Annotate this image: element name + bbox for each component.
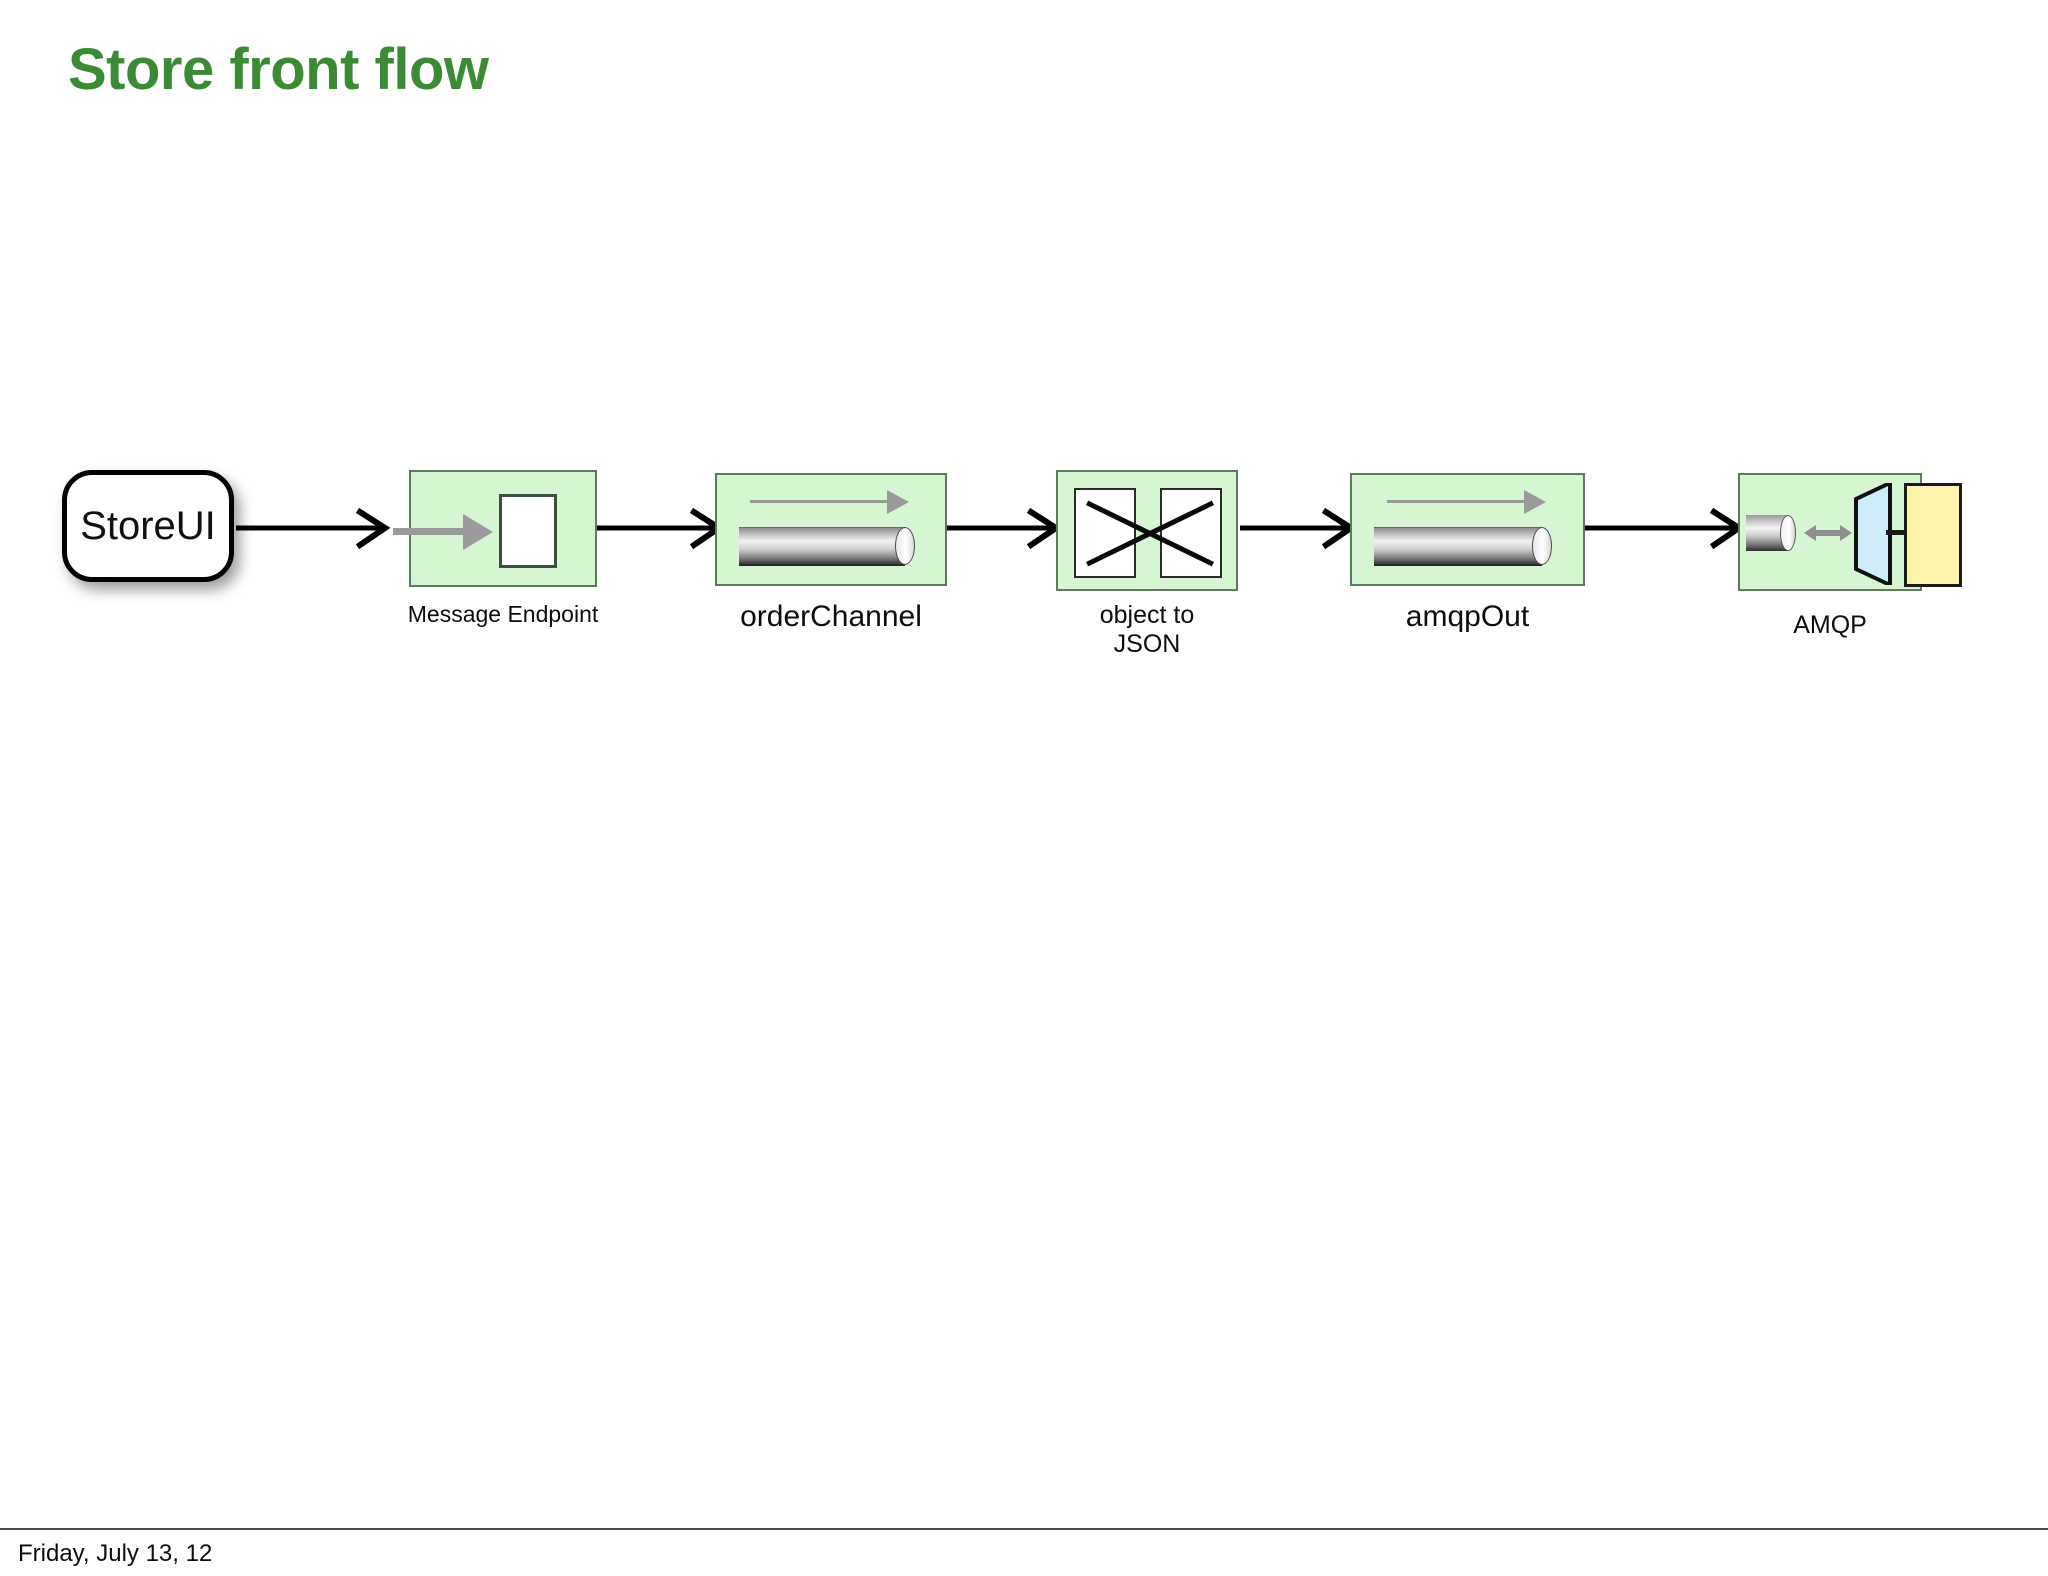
node-amqp-out[interactable]: amqpOut [1350, 473, 1585, 633]
amqp-adapter-trapezoid-icon [1854, 483, 1892, 585]
amqp-adapter-connector-bar [1886, 530, 1908, 535]
object-to-json-label-line2: JSON [1113, 630, 1181, 658]
page-title: Store front flow [68, 37, 489, 102]
amqp-out-pipe-cap [1532, 527, 1552, 565]
transformer-left-rect [1074, 488, 1136, 578]
footer-date: Friday, July 13, 12 [18, 1540, 213, 1567]
message-endpoint-icon [499, 494, 557, 568]
node-order-channel[interactable]: orderChannel [715, 473, 947, 633]
connector-object-to-json-to-amqp-out [1240, 507, 1357, 550]
amqp-out-flow-arrow-head [1524, 490, 1546, 514]
node-storeui[interactable]: StoreUI [62, 470, 240, 590]
amqp-out-flow-arrow-shaft [1387, 500, 1527, 503]
amqp-queue-icon [1904, 483, 1962, 587]
node-amqp-adapter[interactable]: AMQP [1738, 473, 1962, 639]
message-endpoint-label: Message Endpoint [407, 601, 599, 627]
amqp-adapter-box[interactable] [1738, 473, 1962, 591]
connector-message-endpoint-to-order-channel [596, 507, 725, 550]
footer-divider [0, 1528, 2048, 1530]
storeui-box[interactable]: StoreUI [62, 470, 234, 582]
order-channel-pipe-cap [895, 527, 915, 565]
order-channel-flow-arrow-head [887, 490, 909, 514]
message-endpoint-inbound-arrow-head [463, 514, 493, 550]
connector-storeui-to-message-endpoint [236, 507, 391, 550]
amqp-adapter-label: AMQP [1793, 611, 1867, 639]
amqp-adapter-bidir-arrow-head-right [1840, 525, 1852, 541]
order-channel-box[interactable] [715, 473, 947, 586]
connector-layer [236, 507, 1745, 550]
amqp-adapter-bidir-arrow-shaft [1814, 530, 1842, 536]
message-endpoint-box[interactable] [393, 470, 597, 587]
amqp-out-pipe-body [1374, 527, 1542, 566]
connector-amqp-out-to-amqp-adapter [1584, 507, 1745, 550]
amqp-out-label: amqpOut [1405, 600, 1530, 633]
order-channel-pipe-body [739, 527, 905, 566]
amqp-adapter-pipe-cap [1780, 515, 1796, 551]
amqp-adapter-bidir-arrow-head-left [1804, 525, 1816, 541]
amqp-out-box[interactable] [1350, 473, 1585, 586]
connector-order-channel-to-object-to-json [944, 507, 1062, 550]
order-channel-flow-arrow-shaft [750, 500, 890, 503]
object-to-json-box[interactable] [1056, 470, 1238, 591]
message-endpoint-inbound-arrow-shaft [393, 528, 465, 535]
flow-diagram: StoreUI Message Endpoint orderChannel [62, 470, 1962, 658]
object-to-json-label-line1: object to [1099, 601, 1195, 629]
order-channel-label: orderChannel [740, 600, 922, 633]
storeui-label: StoreUI [80, 504, 216, 548]
node-message-endpoint[interactable]: Message Endpoint [393, 470, 598, 627]
